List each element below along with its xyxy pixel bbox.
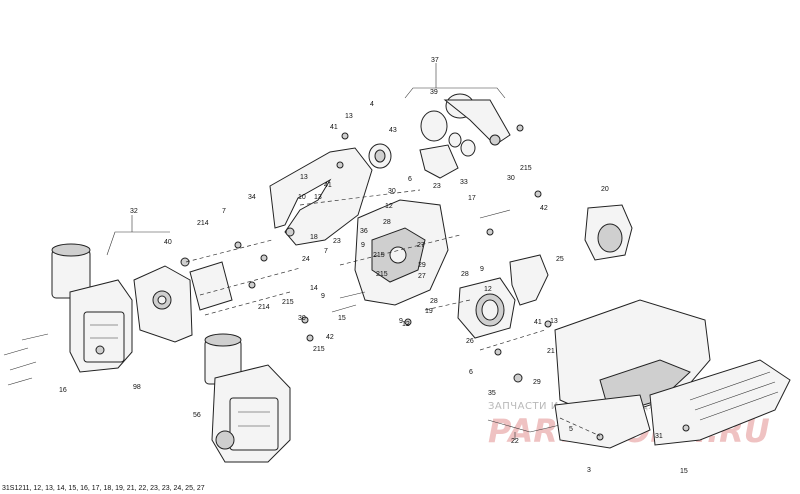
starter-motor-left [51, 243, 133, 373]
callout-15: 15 [680, 468, 688, 475]
starter-motor-center [204, 333, 291, 463]
callout-13: 13 [550, 318, 558, 325]
callout-27: 27 [418, 273, 426, 280]
group-brackets [106, 63, 561, 440]
callout-214: 214 [258, 304, 270, 311]
callout-12: 12 [484, 286, 492, 293]
callout-29: 29 [533, 379, 541, 386]
callout-41: 41 [330, 124, 338, 131]
pulley-43 [368, 143, 392, 169]
callout-215: 215 [520, 165, 532, 172]
callout-23: 23 [333, 238, 341, 245]
callout-27: 27 [417, 242, 425, 249]
callout-215: 215 [376, 271, 388, 278]
callout-33: 33 [460, 179, 468, 186]
callout-22: 22 [511, 438, 519, 445]
assembly-lines [185, 189, 601, 437]
callout-9: 9 [399, 318, 403, 325]
callout-25: 25 [556, 256, 564, 263]
callout-36: 36 [360, 228, 368, 235]
callout-9: 9 [480, 266, 484, 273]
callout-26: 26 [466, 338, 474, 345]
callout-7: 7 [222, 208, 226, 215]
callout-9: 9 [361, 242, 365, 249]
callout-39: 39 [430, 89, 438, 96]
callout-6: 6 [408, 176, 412, 183]
callout-10: 10 [298, 194, 306, 201]
callout-15: 15 [338, 315, 346, 322]
callout-41: 41 [324, 182, 332, 189]
callout-13: 13 [314, 194, 322, 201]
tensioner-33 [419, 144, 459, 179]
callout-214: 214 [197, 220, 209, 227]
diagram-code: 31S1211, 12, 13, 14, 15, 16, 17, 18, 19,… [2, 485, 205, 492]
engine-mount-36 [354, 199, 449, 306]
callout-29: 29 [418, 262, 426, 269]
callout-43: 43 [389, 127, 397, 134]
callout-42: 42 [540, 205, 548, 212]
callout-40: 40 [164, 239, 172, 246]
callout-32: 32 [130, 208, 138, 215]
callout-12: 12 [402, 321, 410, 328]
callout-12: 12 [385, 203, 393, 210]
callout-13: 13 [300, 174, 308, 181]
callout-6: 6 [469, 369, 473, 376]
seal-bearing-37 [420, 93, 511, 157]
housing-20 [584, 204, 633, 261]
callout-31: 31 [655, 433, 663, 440]
callout-28: 28 [461, 271, 469, 278]
callout-41: 41 [534, 319, 542, 326]
callout-9: 9 [321, 293, 325, 300]
callout-18: 18 [310, 234, 318, 241]
callout-20: 20 [601, 186, 609, 193]
callout-14: 14 [310, 285, 318, 292]
mount-bracket-34 [269, 147, 373, 246]
callout-13: 13 [345, 113, 353, 120]
callout-5: 5 [569, 426, 573, 433]
callout-28: 28 [430, 298, 438, 305]
callout-98: 98 [133, 384, 141, 391]
callout-23: 23 [433, 183, 441, 190]
callout-215: 215 [313, 346, 325, 353]
fasteners [3, 124, 690, 441]
callout-16: 16 [59, 387, 67, 394]
callout-28: 28 [383, 219, 391, 226]
intake-19 [457, 277, 516, 339]
callout-30: 30 [298, 315, 306, 322]
callout-3: 3 [587, 467, 591, 474]
callout-56: 56 [193, 412, 201, 419]
callout-30: 30 [507, 175, 515, 182]
callout-35: 35 [488, 390, 496, 397]
callout-37: 37 [431, 57, 439, 64]
callout-21: 21 [547, 348, 555, 355]
callout-4: 4 [370, 101, 374, 108]
callout-215: 215 [373, 252, 385, 259]
heat-shield-31 [649, 359, 791, 446]
bracket-25 [509, 254, 549, 306]
callout-34: 34 [248, 194, 256, 201]
callout-42: 42 [326, 334, 334, 341]
callout-24: 24 [302, 256, 310, 263]
gear-cover-plate [133, 265, 193, 343]
callout-19: 19 [425, 308, 433, 315]
callout-215: 215 [282, 299, 294, 306]
callout-7: 7 [324, 248, 328, 255]
callout-17: 17 [468, 195, 476, 202]
callout-30: 30 [388, 188, 396, 195]
gasket [180, 257, 233, 311]
lower-shield-22 [554, 394, 651, 449]
